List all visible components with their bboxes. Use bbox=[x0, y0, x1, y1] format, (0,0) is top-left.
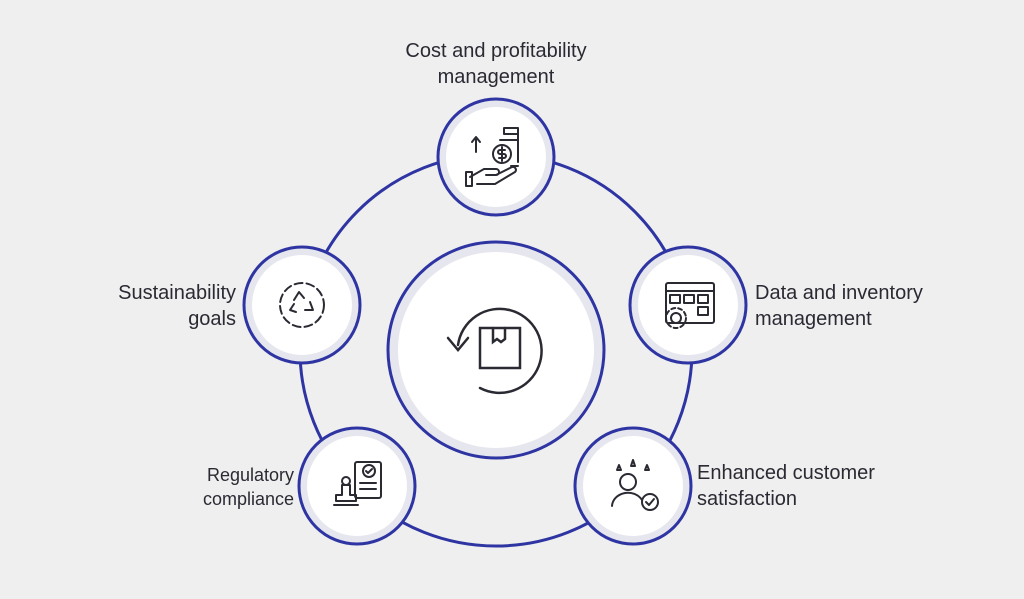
node-label: Sustainability goals bbox=[80, 280, 236, 332]
stamp-document-icon bbox=[333, 461, 382, 506]
node-5 bbox=[242, 245, 362, 365]
gear-recycle-icon bbox=[279, 282, 325, 328]
node-label-line: management bbox=[755, 308, 872, 330]
node-label-line: compliance bbox=[202, 489, 294, 509]
node-1 bbox=[436, 97, 556, 217]
box-cycle-icon bbox=[446, 307, 543, 395]
node-label-line: Cost and profitability bbox=[405, 40, 587, 62]
node-label-line: satisfaction bbox=[697, 488, 798, 510]
node-label-line: Sustainability bbox=[118, 282, 236, 304]
node-label-line: management bbox=[437, 66, 555, 88]
node-2 bbox=[628, 245, 748, 365]
hand-coins-icon bbox=[465, 127, 519, 187]
node-4 bbox=[297, 426, 417, 546]
node-label: Enhanced customer satisfaction bbox=[697, 460, 927, 512]
dashboard-gear-icon bbox=[665, 282, 715, 329]
customer-stars-icon bbox=[611, 459, 659, 511]
node-label: Cost and profitability management bbox=[388, 38, 604, 90]
node-label-line: goals bbox=[188, 308, 236, 330]
node-label: Regulatory compliance bbox=[180, 463, 294, 511]
center-node bbox=[386, 240, 606, 460]
node-label-line: Data and inventory bbox=[755, 282, 923, 304]
node-3 bbox=[573, 426, 693, 546]
node-label-line: Regulatory bbox=[206, 465, 294, 485]
node-label-line: Enhanced customer bbox=[697, 462, 875, 484]
node-label: Data and inventory management bbox=[755, 280, 975, 332]
